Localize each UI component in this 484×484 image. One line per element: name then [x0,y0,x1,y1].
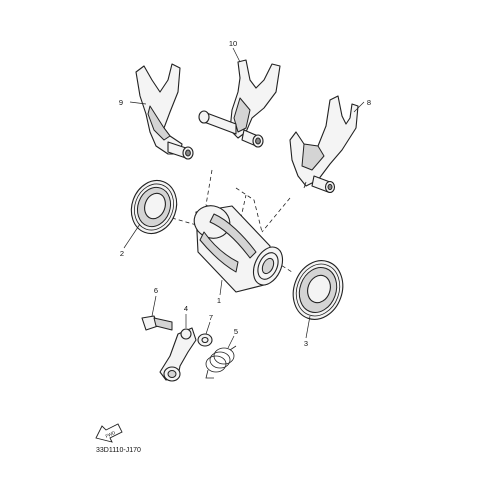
callout-4: 4 [184,304,188,313]
shift-fork-right[interactable] [289,95,359,194]
callout-8: 8 [367,98,371,107]
callout-6: 6 [154,286,158,295]
bearing-left[interactable] [124,174,184,240]
callout-7: 7 [209,313,213,322]
forward-label: FWD [105,430,117,439]
bolt[interactable] [141,315,173,331]
forward-arrow-icon: FWD [95,423,123,443]
torsion-spring[interactable] [205,345,237,379]
callout-labels: 9 10 8 2 1 3 6 4 7 5 [119,39,371,348]
callout-2: 2 [120,249,124,258]
washer[interactable] [197,333,213,347]
shift-fork-middle[interactable] [198,59,281,148]
shift-cam-drum[interactable] [190,201,289,293]
callout-3: 3 [304,339,308,348]
callout-9: 9 [119,98,123,107]
leader-lines [123,47,365,349]
bearing-right[interactable] [285,254,351,327]
stopper-lever[interactable] [159,327,197,382]
callout-1: 1 [217,296,221,305]
callout-5: 5 [234,327,238,336]
diagram-code: 33D1110-J170 [96,447,141,454]
callout-10: 10 [229,39,237,48]
shift-fork-left[interactable] [135,63,194,160]
